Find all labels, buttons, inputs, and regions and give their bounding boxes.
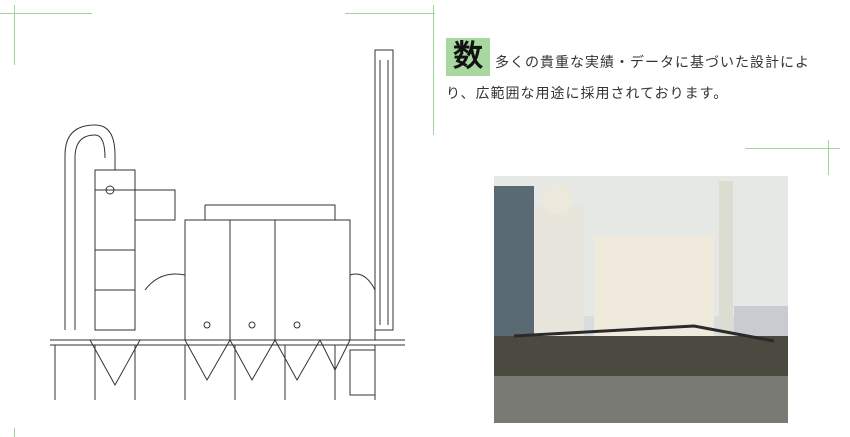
decor-line (14, 5, 15, 65)
decor-line (0, 13, 92, 14)
decor-line (14, 428, 15, 437)
decor-line (433, 5, 434, 135)
decor-line (345, 13, 435, 14)
plant-technical-drawing (50, 49, 405, 400)
decor-line (828, 140, 829, 175)
intro-text-line2: り、広範囲な用途に採用されております。 (446, 86, 729, 102)
plant-photo (494, 176, 788, 423)
section-badge: 数 (446, 38, 490, 76)
decor-line (745, 148, 840, 149)
intro-text-line1: 多くの貴重な実績・データに基づいた設計によ (495, 55, 810, 71)
